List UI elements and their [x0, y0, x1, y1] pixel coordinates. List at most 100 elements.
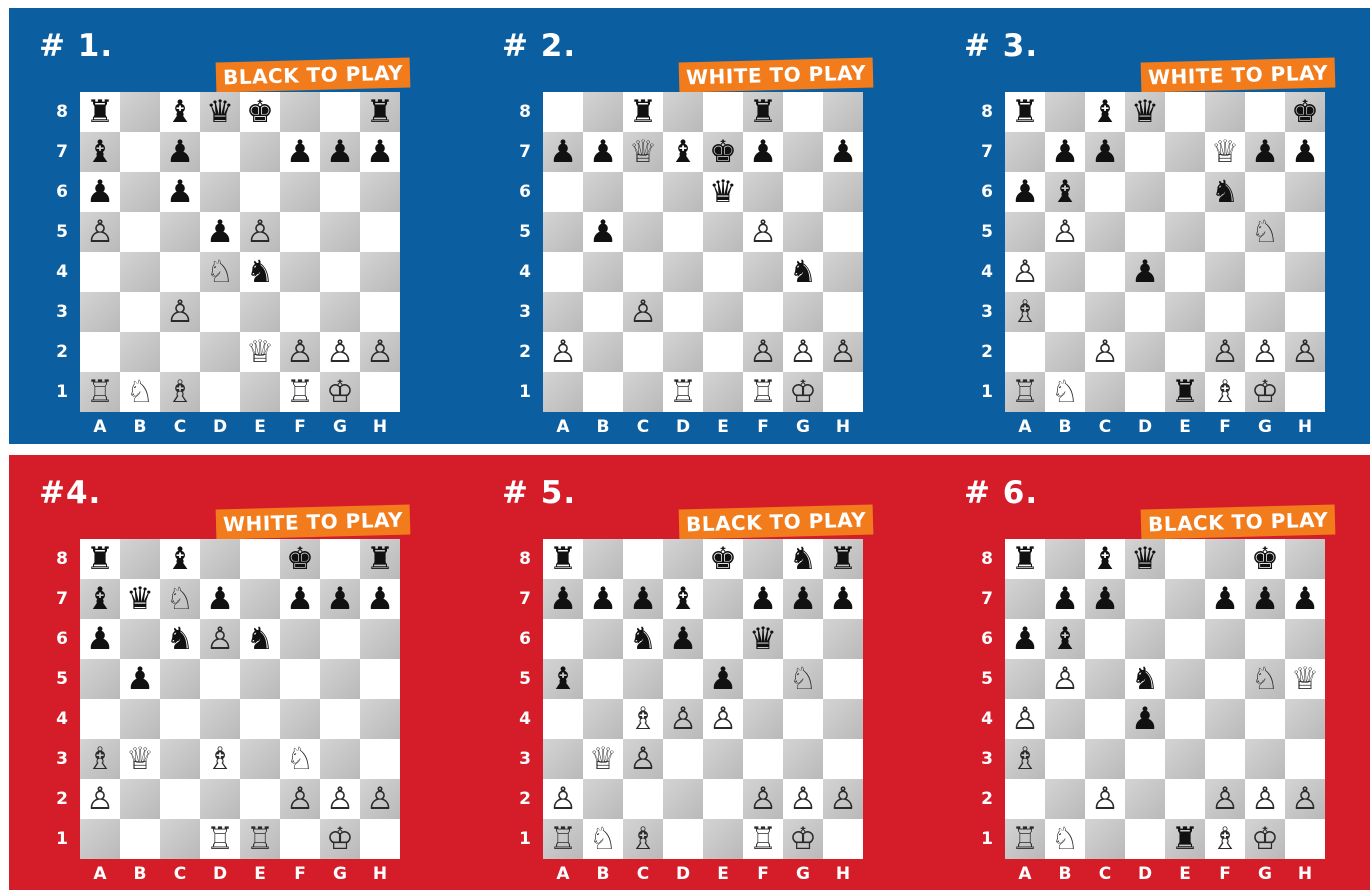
chess-board: ♜♝♛♚♟♟♕♟♟♟♝♞♙♘♙♟♗♙♙♙♙♖♘♜♗♔: [1005, 92, 1325, 412]
square-e7: [703, 579, 743, 619]
rank-label: 5: [514, 212, 536, 252]
black-rook-icon: ♜: [1165, 372, 1205, 412]
square-h5: [360, 659, 400, 699]
black-bishop-icon: ♝: [1045, 619, 1085, 659]
square-g6: [1245, 172, 1285, 212]
square-b3: [1045, 292, 1085, 332]
rank-label: 7: [976, 132, 998, 172]
square-c5: [623, 212, 663, 252]
file-label: E: [703, 863, 743, 885]
white-knight-icon: ♘: [1245, 659, 1285, 699]
file-label: D: [200, 416, 240, 438]
white-pawn-icon: ♙: [240, 212, 280, 252]
square-a1: [543, 372, 583, 412]
square-b4: [583, 699, 623, 739]
square-f6: [280, 172, 320, 212]
black-pawn-icon: ♟: [160, 172, 200, 212]
square-h4: [360, 252, 400, 292]
rank-label: 1: [976, 819, 998, 859]
square-h1: [360, 372, 400, 412]
white-pawn-icon: ♙: [1245, 332, 1285, 372]
rank-label: 5: [51, 212, 73, 252]
square-a3: [543, 292, 583, 332]
file-label: D: [663, 416, 703, 438]
black-rook-icon: ♜: [360, 539, 400, 579]
square-d5: [663, 212, 703, 252]
file-label: F: [743, 416, 783, 438]
square-h3: [1285, 739, 1325, 779]
square-d2: [1125, 779, 1165, 819]
file-label: A: [1005, 416, 1045, 438]
black-queen-icon: ♛: [120, 579, 160, 619]
square-c6: [1085, 172, 1125, 212]
square-e6: [1165, 619, 1205, 659]
square-c2: [623, 332, 663, 372]
square-e7: [1165, 132, 1205, 172]
square-h1: [1285, 819, 1325, 859]
white-rook-icon: ♖: [200, 819, 240, 859]
white-pawn-icon: ♙: [200, 619, 240, 659]
square-f4: [743, 252, 783, 292]
white-king-icon: ♔: [320, 819, 360, 859]
square-a5: [1005, 212, 1045, 252]
square-f5: [743, 659, 783, 699]
white-pawn-icon: ♙: [663, 699, 703, 739]
square-d1: [1125, 372, 1165, 412]
square-g8: [1245, 92, 1285, 132]
square-b7: [120, 132, 160, 172]
white-pawn-icon: ♙: [543, 779, 583, 819]
file-label: E: [1165, 863, 1205, 885]
square-h4: [1285, 252, 1325, 292]
square-e7: [240, 579, 280, 619]
square-e5: [240, 659, 280, 699]
white-knight-icon: ♘: [583, 819, 623, 859]
white-pawn-icon: ♙: [703, 699, 743, 739]
puzzle-number: # 5.: [502, 473, 576, 513]
rank-label: 3: [51, 292, 73, 332]
rank-label: 6: [51, 619, 73, 659]
square-d7: [200, 132, 240, 172]
file-label: F: [1205, 416, 1245, 438]
square-b8: [120, 92, 160, 132]
square-c3: [1085, 739, 1125, 779]
square-f4: [743, 699, 783, 739]
black-pawn-icon: ♟: [583, 579, 623, 619]
rank-label: 5: [51, 659, 73, 699]
square-g5: [320, 659, 360, 699]
square-g3: [1245, 292, 1285, 332]
to-play-banner: WHITE TO PLAY: [216, 504, 411, 539]
square-b2: [1045, 332, 1085, 372]
file-label: C: [623, 863, 663, 885]
square-d6: [200, 172, 240, 212]
square-g6: [320, 172, 360, 212]
square-d2: [1125, 332, 1165, 372]
square-d5: [663, 659, 703, 699]
square-b6: [583, 172, 623, 212]
file-label: D: [1125, 863, 1165, 885]
square-d3: [200, 292, 240, 332]
file-label: D: [200, 863, 240, 885]
rank-label: 6: [976, 619, 998, 659]
black-pawn-icon: ♟: [663, 619, 703, 659]
file-label: H: [360, 416, 400, 438]
file-label: G: [783, 863, 823, 885]
square-a2: [1005, 332, 1045, 372]
square-b4: [1045, 252, 1085, 292]
square-d8: [200, 539, 240, 579]
square-a7: [1005, 579, 1045, 619]
square-f4: [1205, 699, 1245, 739]
square-g6: [783, 619, 823, 659]
square-e3: [703, 292, 743, 332]
square-f4: [280, 252, 320, 292]
to-play-banner: BLACK TO PLAY: [215, 57, 410, 92]
white-pawn-icon: ♙: [783, 332, 823, 372]
square-h3: [1285, 292, 1325, 332]
white-pawn-icon: ♙: [823, 332, 863, 372]
to-play-banner: WHITE TO PLAY: [679, 57, 874, 92]
white-queen-icon: ♕: [1285, 659, 1325, 699]
file-label: B: [120, 863, 160, 885]
square-e4: [1165, 699, 1205, 739]
